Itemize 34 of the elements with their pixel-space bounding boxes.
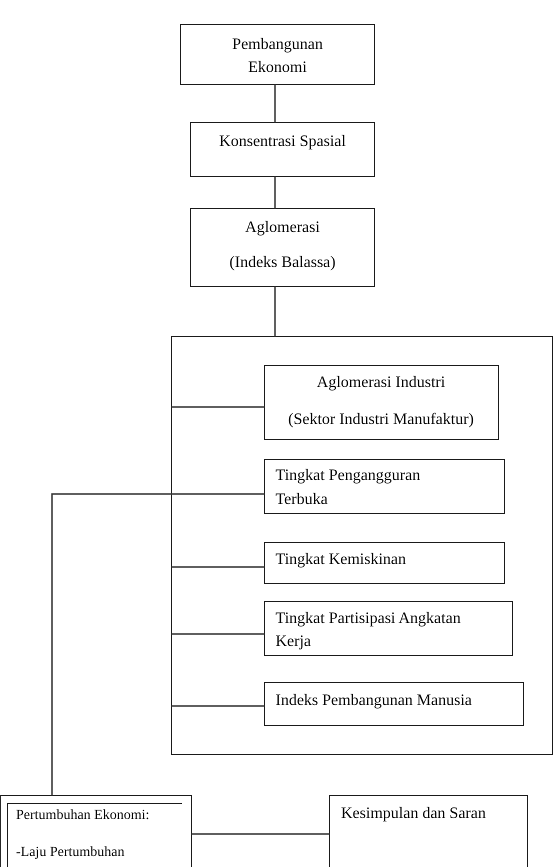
connector-line: [171, 406, 264, 408]
node-label: Konsentrasi Spasial: [219, 132, 346, 152]
process-box: [190, 122, 375, 177]
connector-line: [274, 85, 276, 122]
connector-line: [171, 633, 264, 635]
node-label: Tingkat Partisipasi Angkatan Kerja: [276, 608, 462, 652]
group-box: [171, 336, 553, 755]
node-label: (Sektor Industri Manufaktur): [288, 410, 474, 430]
node-label: Tingkat Kemiskinan: [276, 550, 406, 570]
process-box: [264, 542, 504, 584]
node-label: Pertumbuhan Ekonomi:: [16, 807, 150, 825]
node-label: Tingkat Pengangguran Terbuka: [276, 466, 422, 510]
connector-line: [274, 287, 276, 336]
process-box: [329, 795, 528, 867]
connector-line: [171, 705, 264, 707]
process-box: [0, 795, 192, 867]
connector-line: [192, 833, 329, 835]
node-label: Indeks Pembangunan Manusia: [276, 690, 472, 710]
process-box: [264, 600, 512, 656]
node-label: Pembangunan Ekonomi: [231, 35, 324, 78]
process-box: [190, 208, 375, 287]
node-label: Aglomerasi Industri: [316, 372, 446, 392]
process-box: [264, 364, 498, 440]
process-box: [264, 682, 524, 726]
connector-line: [171, 566, 264, 568]
connector-line: [171, 493, 264, 495]
node-label: Aglomerasi: [245, 218, 320, 238]
process-box: [180, 24, 375, 85]
connector-line: [51, 493, 171, 795]
node-label: -Laju Pertumbuhan: [16, 844, 124, 862]
connector-line: [274, 177, 276, 208]
process-box: [264, 458, 504, 514]
node-label: (Indeks Balassa): [229, 253, 336, 273]
node-label: Kesimpulan dan Saran: [341, 804, 486, 824]
